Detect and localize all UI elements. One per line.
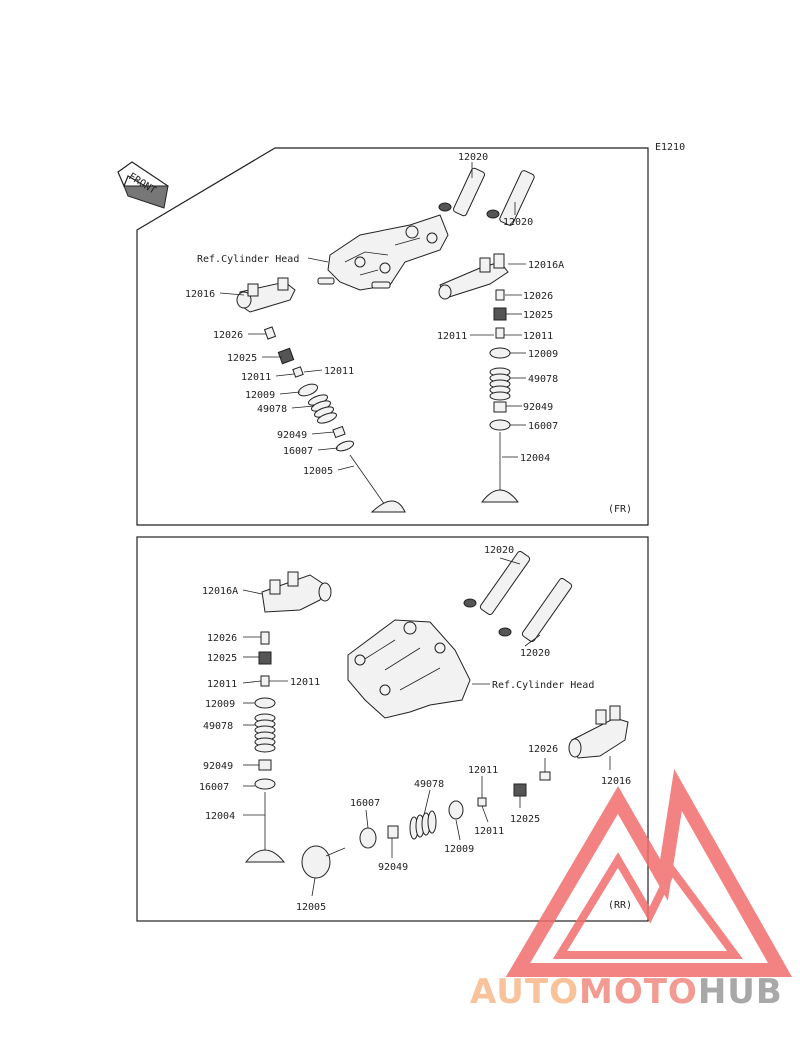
leader-lines-bottom [242, 557, 611, 897]
part-label: 12026 [213, 330, 243, 341]
diagram-code: E1210 [655, 142, 685, 153]
part-label: 16007 [199, 782, 229, 793]
bottom-cylinder-head-label: Ref.Cylinder Head [492, 680, 594, 691]
rocker-arm-bottom-right [568, 705, 629, 759]
part-label: 12004 [520, 453, 550, 464]
part-label: 12026 [523, 291, 553, 302]
rocker-shafts-bottom [463, 550, 573, 643]
part-label: 12011 [290, 677, 320, 688]
watermark-part-hub: HUB [698, 972, 783, 1012]
part-label: 12020 [520, 648, 550, 659]
part-label: 12020 [458, 152, 488, 163]
top-section: (FR) Ref.Cylinder Head [136, 147, 649, 526]
cylinder-head-bottom [347, 619, 471, 719]
watermark-text: AUTOMOTOHUB [470, 972, 783, 1012]
leader-lines-top [219, 162, 526, 471]
top-cylinder-head-label: Ref.Cylinder Head [197, 254, 299, 265]
watermark-part-moto: MOTO [579, 972, 698, 1012]
watermark: AUTOMOTOHUB [470, 769, 793, 1012]
bottom-section-tag: (RR) [608, 900, 632, 911]
part-label: 12016A [528, 260, 564, 271]
part-label: 12025 [227, 353, 257, 364]
part-label: 12009 [205, 699, 235, 710]
part-label: 12026 [528, 744, 558, 755]
part-label: 12009 [528, 349, 558, 360]
front-arrow-icon: FRONT [117, 161, 169, 209]
part-label: 12011 [437, 331, 467, 342]
part-label: 12026 [207, 633, 237, 644]
part-label: 12005 [296, 902, 326, 913]
part-label: 92049 [203, 761, 233, 772]
part-label: 92049 [378, 862, 408, 873]
valve-stack-bottom-left [244, 631, 286, 863]
part-label: 92049 [523, 402, 553, 413]
part-label: 12009 [444, 844, 474, 855]
valve-stack-top-left [263, 326, 406, 513]
part-label: 12020 [503, 217, 533, 228]
part-label: 12011 [474, 826, 504, 837]
part-label: 12025 [523, 310, 553, 321]
part-label: 12004 [205, 811, 235, 822]
part-label: 16007 [350, 798, 380, 809]
valve-stack-bottom-horizontal [301, 771, 551, 879]
part-label: 16007 [528, 421, 558, 432]
part-label: 49078 [414, 779, 444, 790]
part-labels-top: 12020 12020 12016A 12016 12026 12025 120… [185, 152, 564, 477]
part-label: 49078 [203, 721, 233, 732]
rocker-arm-top-left [236, 277, 296, 313]
part-label: 16007 [283, 446, 313, 457]
part-label: 12016 [185, 289, 215, 300]
part-label: 92049 [277, 430, 307, 441]
part-label: 12011 [468, 765, 498, 776]
part-label: 12025 [207, 653, 237, 664]
part-label: 49078 [528, 374, 558, 385]
part-label: 12011 [324, 366, 354, 377]
rocker-arm-top-right [438, 253, 509, 300]
watermark-part-auto: AUTO [470, 972, 579, 1012]
part-label: 12011 [207, 679, 237, 690]
part-label: 12005 [303, 466, 333, 477]
rocker-arm-bottom-left [261, 571, 332, 613]
part-label: 49078 [257, 404, 287, 415]
watermark-logo-icon [505, 769, 793, 977]
valve-stack-top-right [480, 289, 520, 503]
part-label: 12011 [523, 331, 553, 342]
part-label: 12020 [484, 545, 514, 556]
part-label: 12016 [601, 776, 631, 787]
cylinder-head-top [317, 214, 449, 291]
part-labels-bottom: 12020 12020 12016A 12026 12025 12011 120… [199, 545, 631, 913]
part-label: 12009 [245, 390, 275, 401]
bottom-section: (RR) Ref.Cylinder Head [136, 536, 649, 922]
part-label: 12011 [241, 372, 271, 383]
part-label: 12025 [510, 814, 540, 825]
part-label: 12016A [202, 586, 238, 597]
top-section-tag: (FR) [608, 504, 632, 515]
rocker-shafts-top [438, 167, 535, 226]
